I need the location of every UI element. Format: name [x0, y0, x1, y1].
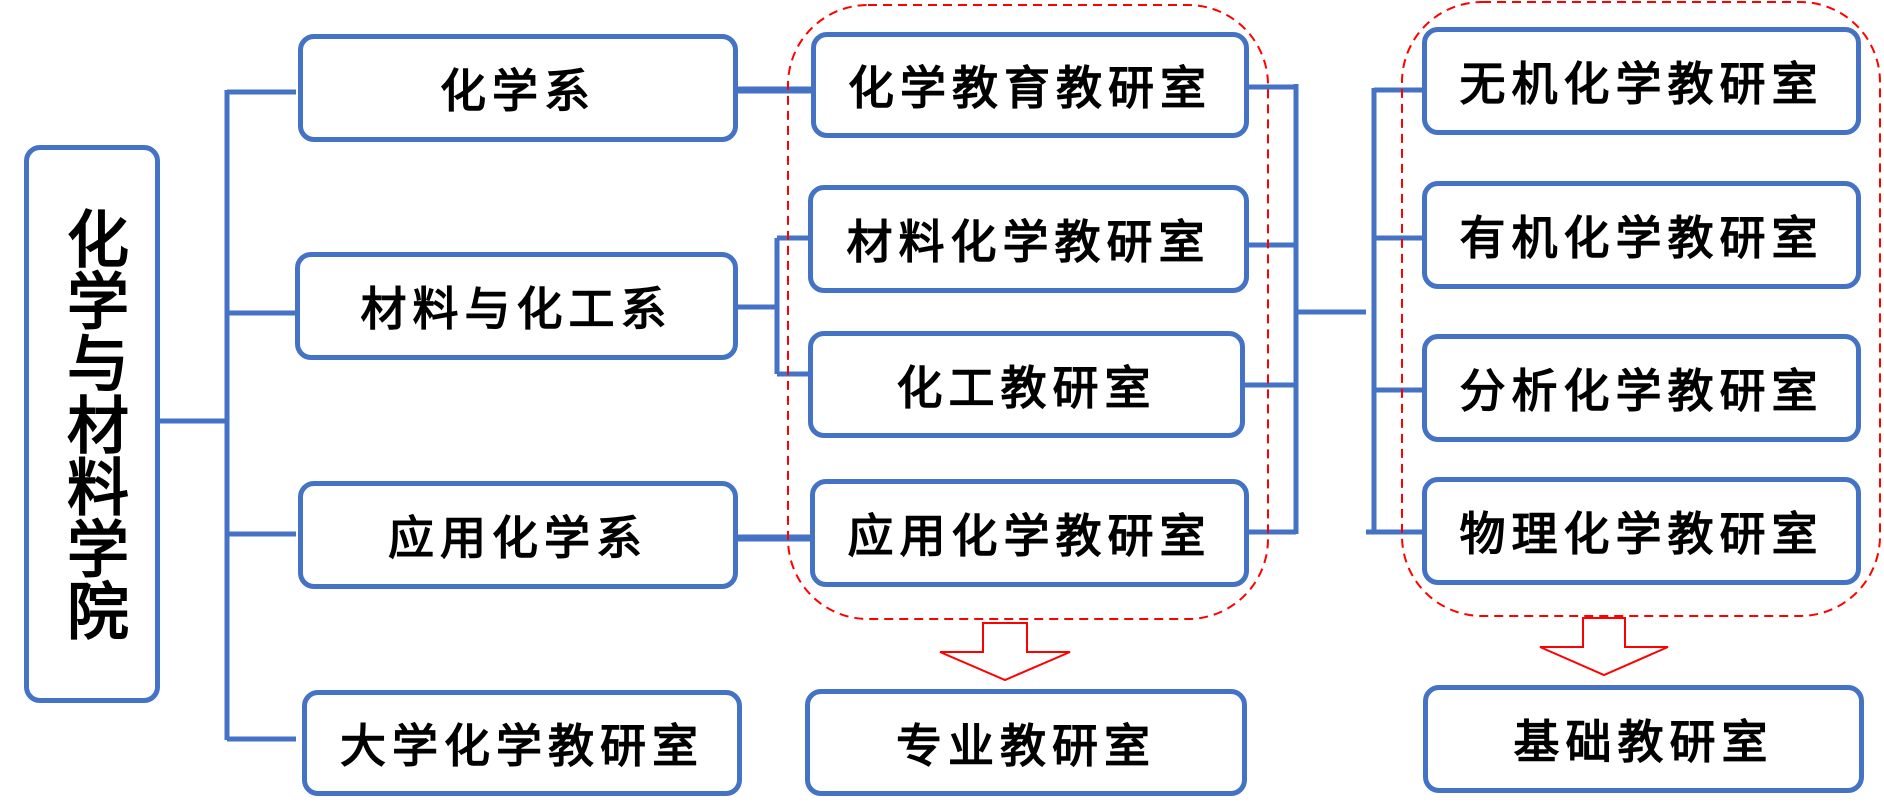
- arrow-down-icon: [1539, 617, 1669, 677]
- lab-analytical-chemistry: 分析化学教研室: [1422, 334, 1861, 442]
- lab-label: 化工教研室: [896, 360, 1157, 415]
- summary-label: 专业教研室: [896, 718, 1156, 773]
- department-university-chem: 大学化学教研室: [302, 690, 742, 796]
- lab-organic-chemistry: 有机化学教研室: [1422, 181, 1861, 289]
- department-label: 化学系: [440, 64, 596, 118]
- department-label: 大学化学教研室: [340, 719, 704, 773]
- arrow-down-icon: [939, 622, 1071, 682]
- lab-label: 分析化学教研室: [1459, 364, 1824, 418]
- lab-label: 材料化学教研室: [846, 215, 1211, 269]
- professional-group-outline: [787, 4, 1269, 620]
- summary-label: 基础教研室: [1513, 715, 1774, 769]
- department-label: 材料与化工系: [360, 282, 673, 336]
- lab-inorganic-chemistry: 无机化学教研室: [1422, 27, 1861, 135]
- department-chemistry: 化学系: [298, 34, 738, 142]
- lab-chemistry-education: 化学教育教研室: [811, 32, 1249, 138]
- basic-group-outline: [1401, 1, 1881, 617]
- summary-professional-labs: 专业教研室: [805, 689, 1247, 796]
- lab-chemical-engineering: 化工教研室: [808, 331, 1245, 438]
- department-label: 应用化学系: [388, 511, 648, 565]
- department-applied: 应用化学系: [298, 481, 738, 589]
- root-label: 化学与材料学院: [56, 207, 129, 641]
- lab-materials-chemistry: 材料化学教研室: [808, 185, 1249, 293]
- lab-label: 无机化学教研室: [1459, 57, 1824, 111]
- lab-applied-chemistry: 应用化学教研室: [810, 479, 1249, 587]
- summary-basic-labs: 基础教研室: [1423, 685, 1864, 793]
- lab-label: 有机化学教研室: [1459, 211, 1824, 265]
- lab-label: 应用化学教研室: [847, 509, 1212, 563]
- root-college: 化学与材料学院: [24, 145, 160, 703]
- lab-label: 化学教育教研室: [848, 61, 1212, 115]
- department-materials: 材料与化工系: [295, 252, 738, 360]
- lab-label: 物理化学教研室: [1459, 507, 1824, 561]
- lab-physical-chemistry: 物理化学教研室: [1422, 477, 1861, 585]
